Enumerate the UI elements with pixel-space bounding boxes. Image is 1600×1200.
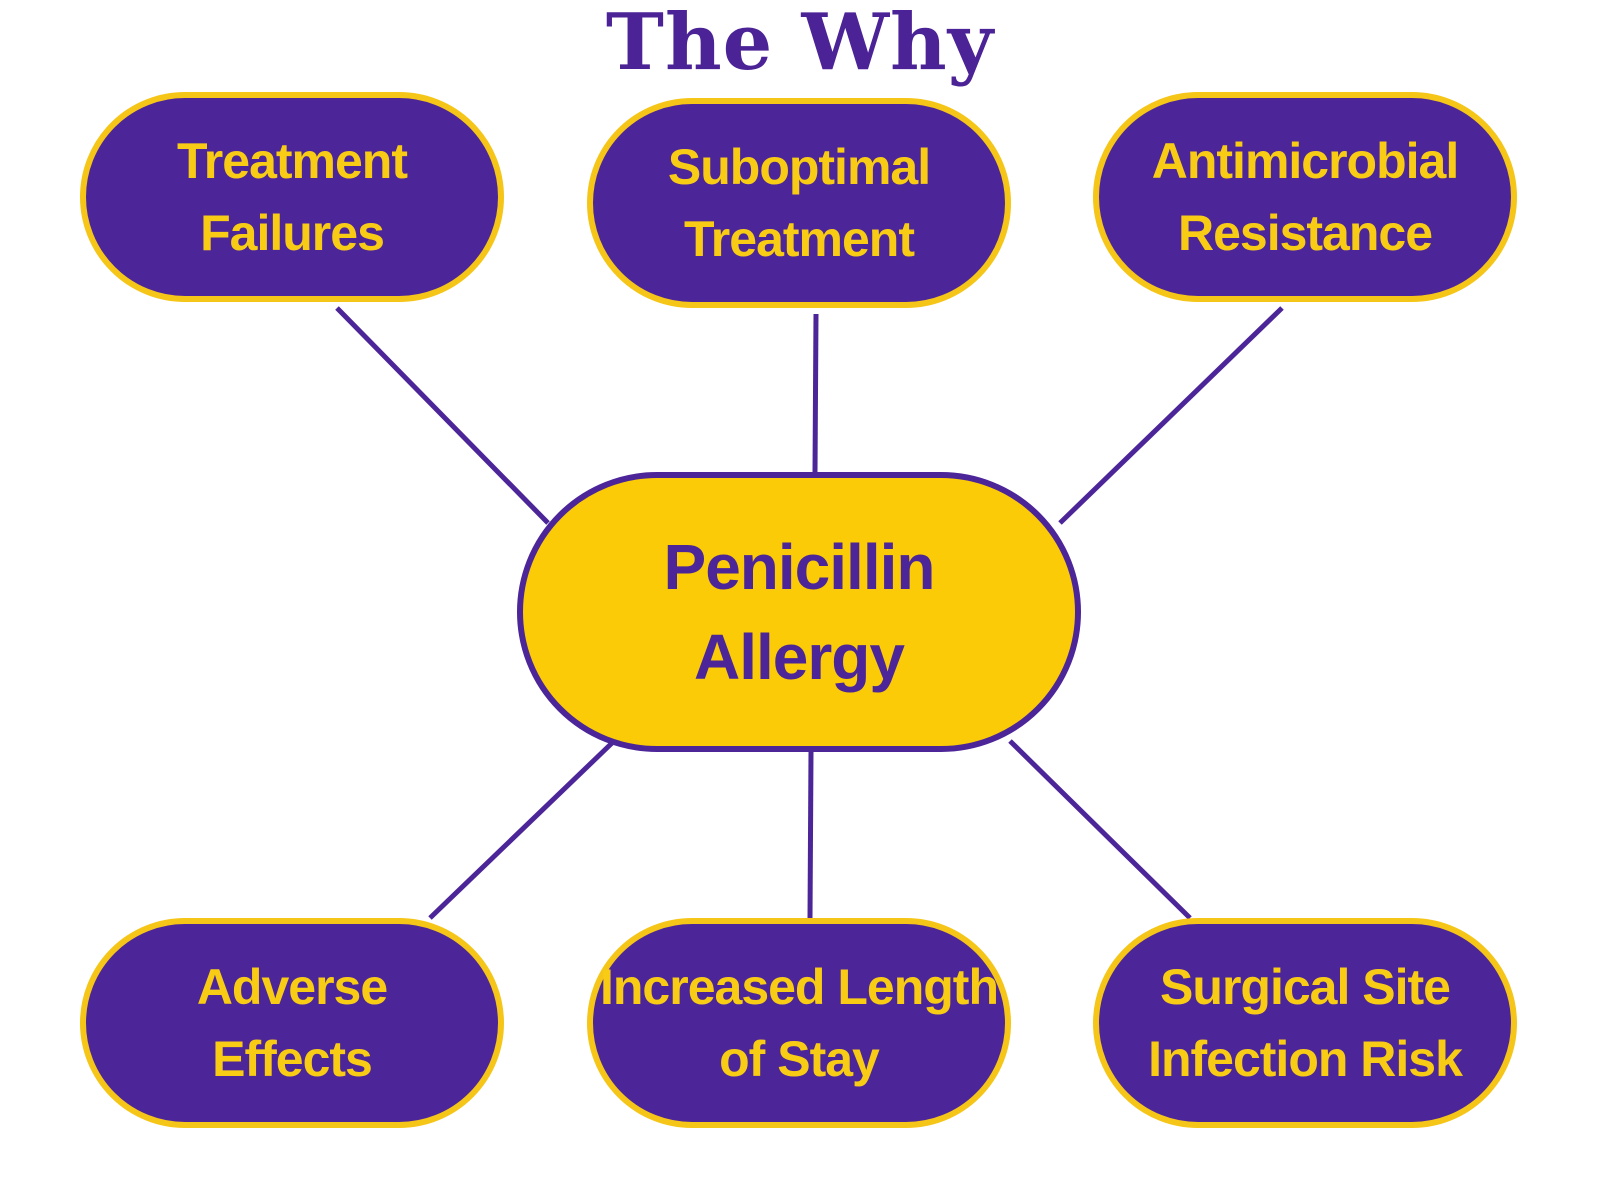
center-node-penicillin-allergy: Penicillin Allergy: [517, 472, 1081, 752]
node-adverse-effects: Adverse Effects: [80, 918, 504, 1128]
connector-treatment-failures: [335, 306, 550, 525]
node-surgical-site-infection-risk: Surgical Site Infection Risk: [1093, 918, 1517, 1128]
node-label: Adverse Effects: [196, 959, 388, 1087]
connector-antimicrobial-resistance: [1058, 306, 1284, 525]
diagram-title: The Why: [605, 0, 995, 88]
node-suboptimal-treatment: Suboptimal Treatment: [587, 98, 1011, 308]
connector-surgical-site-infection-risk: [1008, 739, 1192, 920]
node-label: Surgical Site Infection Risk: [1148, 959, 1463, 1087]
connector-suboptimal-treatment: [812, 313, 819, 473]
node-label: Suboptimal Treatment: [667, 139, 931, 267]
node-treatment-failures: Treatment Failures: [80, 92, 504, 302]
node-antimicrobial-resistance: Antimicrobial Resistance: [1093, 92, 1517, 302]
node-label: Antimicrobial Resistance: [1151, 133, 1459, 261]
connector-adverse-effects: [428, 741, 614, 920]
node-increased-length-of-stay: Increased Length of Stay: [587, 918, 1011, 1128]
center-node-label: Penicillin Allergy: [663, 531, 936, 693]
connector-increased-length-of-stay: [807, 751, 814, 919]
node-label: Treatment Failures: [177, 133, 408, 261]
node-label: Increased Length of Stay: [600, 959, 999, 1087]
